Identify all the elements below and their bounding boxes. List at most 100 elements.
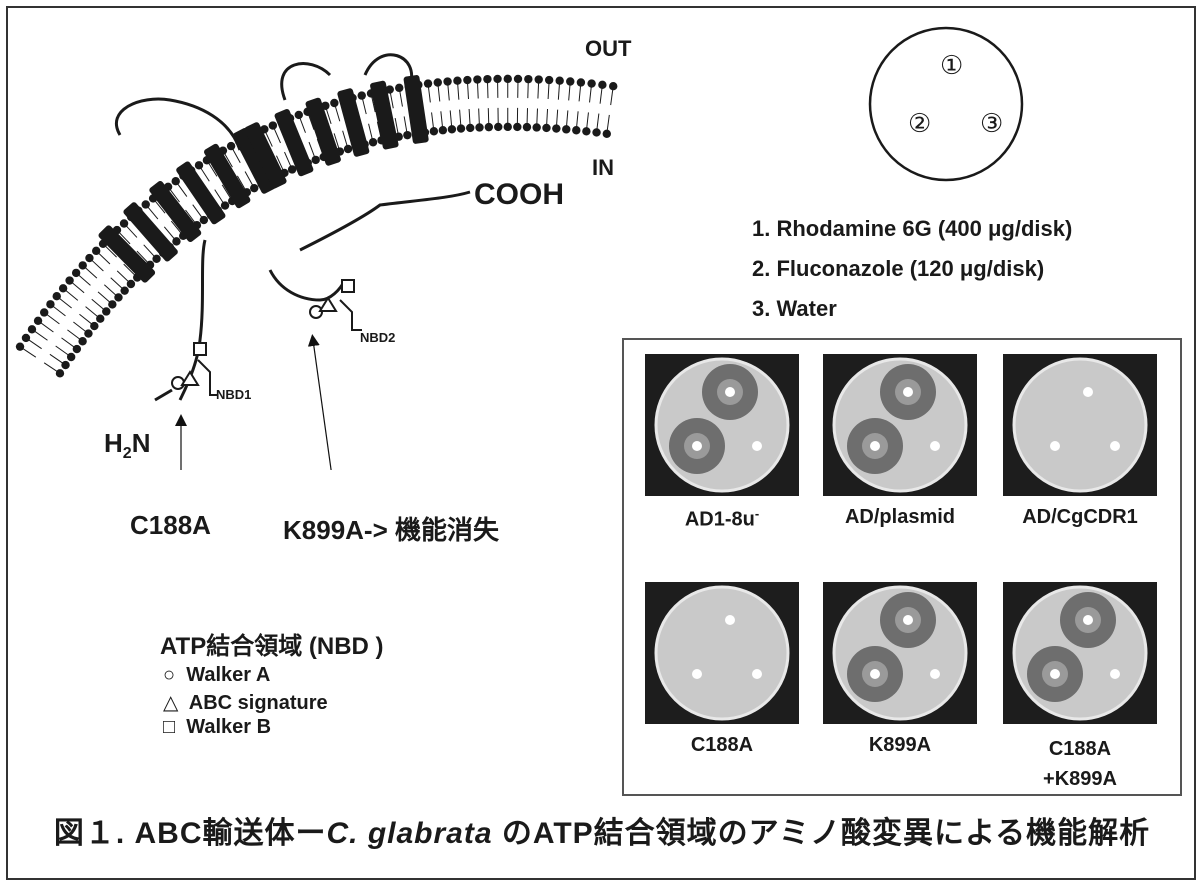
- nbd2-label: NBD2: [360, 330, 395, 345]
- lipid-tail: [98, 292, 112, 304]
- legend-walker-a: ○ Walker A: [163, 664, 270, 687]
- agar-plate: [1003, 582, 1157, 724]
- disk-key-1: 1. Rhodamine 6G (400 μg/disk): [752, 216, 1072, 242]
- lipid-tail: [63, 288, 78, 300]
- lipid-tail: [96, 251, 110, 264]
- abc-signature-icon: [182, 372, 198, 385]
- lipid-tail: [73, 322, 88, 334]
- lipid-tail: [56, 346, 72, 357]
- agar-plate: [645, 354, 799, 496]
- paper-disk: [1110, 441, 1120, 451]
- lipid-tail: [26, 338, 42, 349]
- paper-disk: [903, 615, 913, 625]
- plate-label-text: C188A: [1049, 738, 1111, 760]
- plate-label: AD/plasmid: [810, 506, 990, 529]
- lipid-tail: [528, 79, 529, 98]
- paper-disk: [1083, 615, 1093, 625]
- disk-position-1: ①: [940, 50, 963, 81]
- out-label: OUT: [585, 36, 631, 62]
- figure-caption: 図１. ABC輸送体ーC. glabrata のATP結合領域のアミノ酸変異によ…: [0, 808, 1204, 852]
- nbd1-label: NBD1: [216, 387, 251, 402]
- lipid-tail: [83, 265, 97, 278]
- k899a-arrow: [313, 340, 352, 470]
- nh2-label: H2N: [104, 428, 150, 463]
- plate-label: C188A: [632, 734, 812, 757]
- plate-label-text: K899A: [869, 734, 931, 756]
- disk-layout-circle: [866, 24, 1026, 184]
- c188a-label: C188A: [130, 510, 211, 541]
- lipid-head: [40, 308, 48, 316]
- lipid-tail: [488, 108, 489, 127]
- paper-disk: [752, 669, 762, 679]
- plate-label: K899A: [810, 734, 990, 757]
- agar-plate: [823, 582, 977, 724]
- lipid-tail: [309, 142, 316, 160]
- lipid-tail: [527, 108, 528, 127]
- paper-disk: [752, 441, 762, 451]
- plate-label-sup: -: [755, 506, 759, 521]
- plate-label-text: AD1-8u: [685, 509, 755, 531]
- lipid-tail: [273, 126, 281, 143]
- in-label: IN: [592, 155, 614, 181]
- agar-plate: [823, 354, 977, 496]
- legend-walker-b: □ Walker B: [163, 716, 271, 739]
- walker-b-icon: [342, 280, 354, 292]
- lipid-tail: [89, 258, 103, 271]
- plate-label-text: C188A: [691, 734, 753, 756]
- paper-disk: [725, 615, 735, 625]
- lipid-tail: [61, 338, 76, 349]
- paper-disk: [692, 441, 702, 451]
- lipid-tail: [79, 314, 94, 326]
- plate-label-line2: +K899A: [1043, 768, 1117, 790]
- disk-key-3: 3. Water: [752, 296, 837, 322]
- lipid-tail: [299, 115, 306, 133]
- lipid-tail: [50, 304, 65, 316]
- plate-label: C188A +K899A: [990, 734, 1170, 794]
- disk-position-2: ②: [908, 108, 931, 139]
- nbd2-symbols: [310, 280, 362, 330]
- lipid-head: [28, 325, 36, 333]
- plate-label-text: AD/CgCDR1: [1022, 506, 1138, 528]
- paper-disk: [1050, 441, 1060, 451]
- lipid-tail: [20, 347, 36, 358]
- tm-helices: [97, 75, 429, 284]
- agar-plate: [645, 582, 799, 724]
- lipid-tail: [487, 79, 488, 98]
- agar-plate: [1003, 354, 1157, 496]
- lipid-tail: [57, 296, 72, 308]
- lipid-tail: [76, 273, 90, 285]
- lipid-head: [22, 334, 30, 342]
- petri-dish: [1014, 359, 1146, 491]
- disk-key-2: 2. Fluconazole (120 μg/disk): [752, 256, 1044, 282]
- plate-label-text: AD/plasmid: [845, 506, 955, 528]
- lipid-tail: [104, 285, 118, 298]
- plate-label: AD/CgCDR1: [990, 506, 1170, 529]
- lipid-tail: [38, 321, 53, 332]
- k899a-label: K899A-> 機能消失: [283, 510, 499, 547]
- lipid-head: [269, 121, 277, 129]
- paper-disk: [870, 669, 880, 679]
- lipid-head: [295, 111, 303, 119]
- paper-disk: [725, 387, 735, 397]
- paper-disk: [1083, 387, 1093, 397]
- membrane-topology-diagram: [0, 0, 620, 470]
- paper-disk: [870, 441, 880, 451]
- paper-disk: [903, 387, 913, 397]
- lipid-tail: [70, 281, 85, 293]
- legend-title: ATP結合領域 (NBD ): [160, 626, 384, 661]
- paper-disk: [930, 441, 940, 451]
- lipid-tail: [117, 271, 131, 284]
- lipid-tail: [44, 363, 60, 374]
- cooh-label: COOH: [474, 178, 564, 212]
- lipid-tail: [111, 278, 125, 291]
- paper-disk: [692, 669, 702, 679]
- lipid-tail: [44, 312, 59, 323]
- lipid-tail: [50, 354, 66, 365]
- lipid-head: [34, 317, 42, 325]
- walker-b-icon: [194, 343, 206, 355]
- paper-disk: [1050, 669, 1060, 679]
- disk-position-3: ③: [980, 108, 1003, 139]
- nbd1-symbols: [172, 343, 218, 395]
- lipid-tail: [92, 299, 107, 311]
- lipid-tail: [86, 307, 101, 319]
